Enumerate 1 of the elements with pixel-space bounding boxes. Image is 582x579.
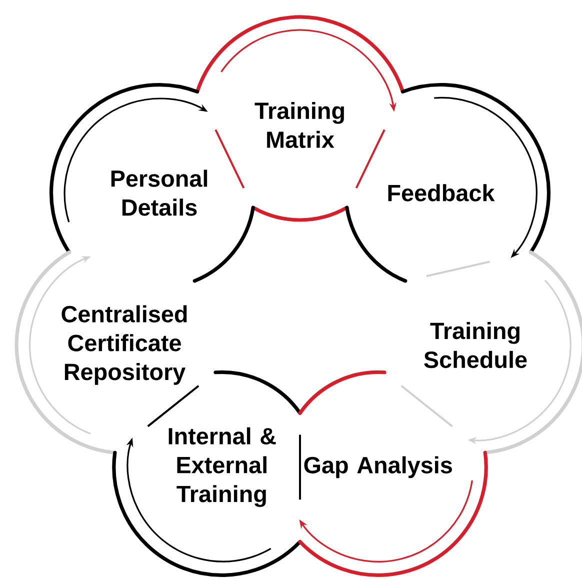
arrow	[29, 256, 91, 434]
